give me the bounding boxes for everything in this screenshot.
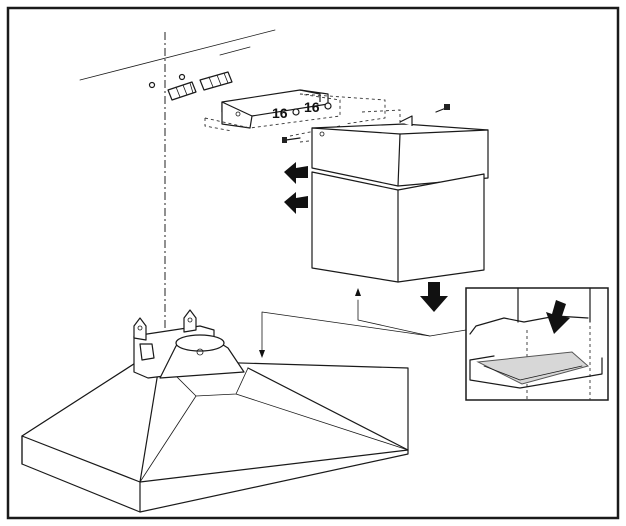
wall-plug-icon	[178, 71, 233, 91]
block-arrow-icon	[284, 192, 308, 214]
detail-inset	[465, 287, 609, 401]
screw-icon	[282, 137, 301, 143]
upper-chimney	[311, 115, 489, 187]
block-arrow-icon	[420, 282, 448, 312]
grease-filter	[476, 351, 590, 385]
hood-canopy	[21, 359, 409, 513]
screw-icon	[435, 104, 450, 113]
lower-chimney	[311, 171, 485, 283]
wall-plug-icon	[148, 81, 197, 101]
screws	[282, 102, 450, 143]
leader-lines	[259, 288, 467, 358]
mounting-bracket	[221, 89, 329, 129]
hood-collar	[133, 309, 245, 379]
screw-size-label-right: 16	[304, 99, 320, 115]
block-arrow-icon	[284, 162, 308, 184]
screw-icon	[292, 108, 300, 116]
wall-plugs	[148, 71, 233, 101]
screw-size-label-left: 16	[272, 105, 288, 121]
block-arrow-icon	[546, 300, 570, 334]
ceiling	[79, 29, 276, 81]
outer-frame	[6, 6, 620, 520]
screw-icon	[324, 102, 332, 110]
